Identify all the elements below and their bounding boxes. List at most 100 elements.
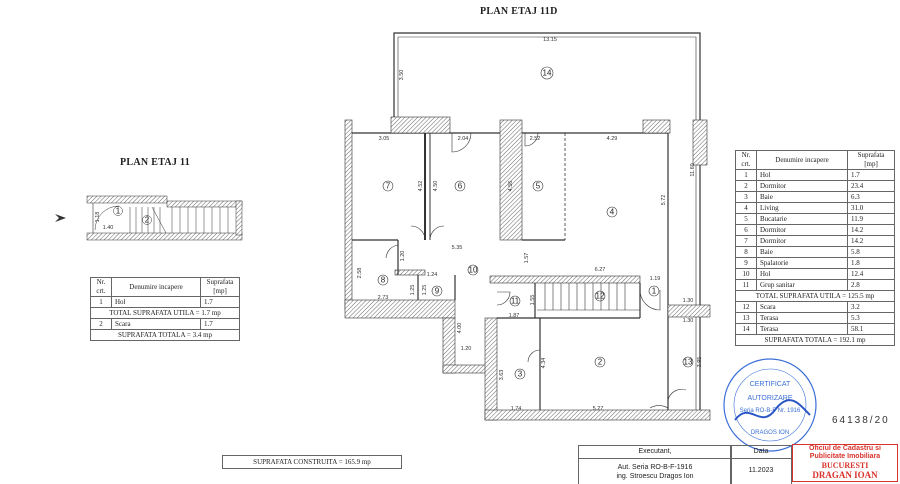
cell-area: 11.9 xyxy=(847,213,895,225)
main-plan-title: PLAN ETAJ 11D xyxy=(480,6,558,17)
svg-text:Seria RO-B-F Nr. 1916: Seria RO-B-F Nr. 1916 xyxy=(740,408,801,414)
entrance-arrow-icon xyxy=(55,214,66,222)
cell-area: 3.2 xyxy=(847,301,895,313)
executant-label: Executant, xyxy=(579,446,731,459)
cell-name: Grup sanitar xyxy=(756,279,848,291)
room-8-label: 8 xyxy=(381,276,386,285)
cell: 1 xyxy=(90,296,112,308)
room-6-label: 6 xyxy=(458,182,463,191)
cell-area: 5.3 xyxy=(847,312,895,324)
dimension: 1.25 xyxy=(410,285,416,296)
room-12-label: 12 xyxy=(596,292,605,301)
room-numbers xyxy=(377,66,694,380)
cell: 2 xyxy=(90,318,112,330)
total-utila: TOTAL SUPRAFATA UTILA = 1.7 mp xyxy=(90,307,240,319)
cell: Hol xyxy=(111,296,201,308)
col-nr: Nr. crt. xyxy=(90,277,112,297)
executant-line1: Aut. Seria RO-B-F-1916 xyxy=(617,464,693,471)
dimension: 4.52 xyxy=(418,181,424,192)
dimension: 1.19 xyxy=(650,276,661,282)
dimension: 3.95 xyxy=(697,357,703,368)
dimension: 5.72 xyxy=(661,195,667,206)
col-nr: Nr. crt. xyxy=(735,150,757,170)
cell-name: Hol xyxy=(756,268,848,280)
room-13-label: 13 xyxy=(684,358,693,367)
cell-area: 14.2 xyxy=(847,224,895,236)
dimension: 6.27 xyxy=(595,267,606,273)
staircase xyxy=(537,283,640,311)
cell-nr: 10 xyxy=(735,268,757,280)
registration-number: 64138/20 xyxy=(832,415,890,426)
cell-nr: 2 xyxy=(735,180,757,192)
red-stamp-line3: DRAGAN IOAN xyxy=(812,470,878,480)
cell-nr: 7 xyxy=(735,235,757,247)
date-label: Data xyxy=(731,446,791,459)
red-stamp-line1: Oficiul de Cadastru si Publicitate Imobi… xyxy=(809,445,881,460)
dimension: 1.55 xyxy=(530,295,536,306)
small-plan-title: PLAN ETAJ 11 xyxy=(120,157,191,168)
room-4-label: 4 xyxy=(610,208,615,217)
dimension: 4.50 xyxy=(433,181,439,192)
cell-nr: 6 xyxy=(735,224,757,236)
cell-name: Dormitor xyxy=(756,180,848,192)
svg-text:CERTIFICAT: CERTIFICAT xyxy=(750,381,791,388)
cell-area: 23.4 xyxy=(847,180,895,192)
cell: 1.7 xyxy=(200,318,240,330)
dimension-labels: 13.15 3.50 3.05 2.04 2.52 4.29 11.60 4.5… xyxy=(357,37,703,412)
cell-area: 1.7 xyxy=(847,169,895,181)
cell-name: Spalatorie xyxy=(756,257,848,269)
cell-area: 58.1 xyxy=(847,323,895,335)
cell-area: 2.8 xyxy=(847,279,895,291)
cell: 1.7 xyxy=(200,296,240,308)
suprafata-construita: SUPRAFATA CONSTRUITA = 165.9 mp xyxy=(222,455,402,469)
cell: Scara xyxy=(111,318,201,330)
cell-nr: 8 xyxy=(735,246,757,258)
col-area: Suprafata [mp] xyxy=(200,277,240,297)
room-10-label: 10 xyxy=(469,266,478,275)
cell-name: Bucatarie xyxy=(756,213,848,225)
dimension: 3.50 xyxy=(399,70,405,81)
dimension: 1.87 xyxy=(509,313,520,319)
date-value: 11.2023 xyxy=(748,467,774,474)
dimension: 1.20 xyxy=(400,251,406,262)
executant-box: Executant, Aut. Seria RO-B-F-1916 ing. S… xyxy=(578,445,732,484)
room-7-label: 7 xyxy=(386,182,391,191)
col-area: Suprafata [mp] xyxy=(847,150,895,170)
dimension: 2.73 xyxy=(378,295,389,301)
col-name: Denumire incapere xyxy=(756,150,848,170)
dimension: 4.00 xyxy=(457,323,463,334)
dimension: 3.63 xyxy=(499,370,505,381)
cell-nr: 4 xyxy=(735,202,757,214)
cell-name: Dormitor xyxy=(756,224,848,236)
room-2-label: 2 xyxy=(598,358,603,367)
executant-line2: ing. Stroescu Dragos Ion xyxy=(616,473,694,480)
total-row: SUPRAFATA TOTALA = 192.1 mp xyxy=(735,334,895,346)
red-stamp-line2: BUCURESTI xyxy=(821,461,869,470)
small-room-1-label: 1 xyxy=(116,207,121,216)
cell-area: 6.3 xyxy=(847,191,895,203)
dimension: 1.30 xyxy=(683,298,694,304)
signature xyxy=(734,399,811,421)
cell-name: Terasa xyxy=(756,323,848,335)
terrace-wall xyxy=(393,32,701,420)
cell-name: Baie xyxy=(756,191,848,203)
room-11-label: 11 xyxy=(511,297,520,306)
cell-name: Hol xyxy=(756,169,848,181)
cell-nr: 3 xyxy=(735,191,757,203)
dimension: 2.58 xyxy=(357,268,363,279)
cell-area: 5.8 xyxy=(847,246,895,258)
cell-name: Scara xyxy=(756,301,848,313)
date-box: Data 11.2023 xyxy=(730,445,792,484)
round-stamp: CERTIFICAT AUTORIZARE Seria RO-B-F Nr. 1… xyxy=(723,358,817,452)
